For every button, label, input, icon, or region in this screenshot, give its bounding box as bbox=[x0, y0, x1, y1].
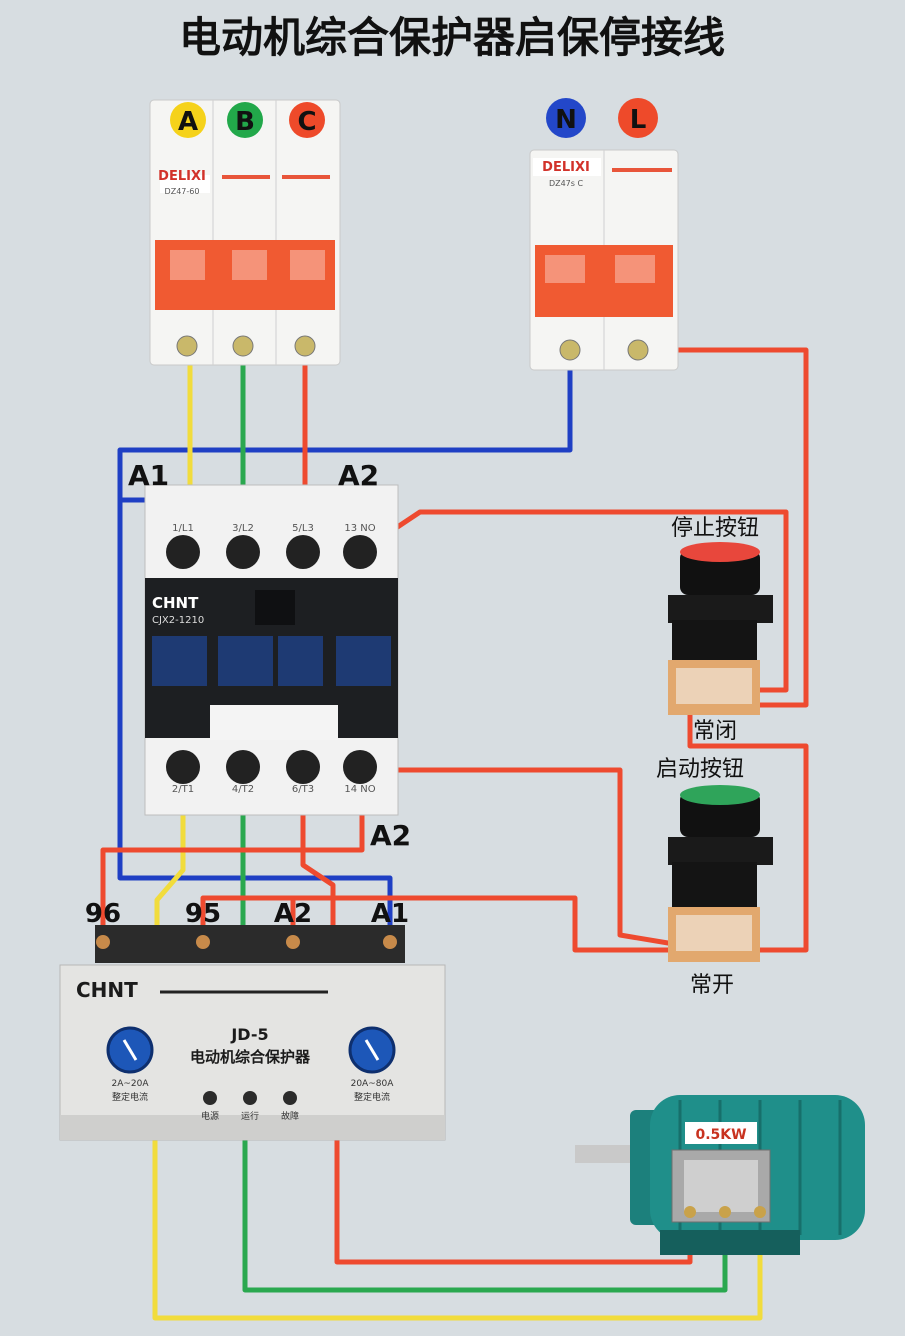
line-badge bbox=[618, 98, 658, 138]
protector-brand: CHNT bbox=[76, 978, 138, 1002]
breaker1-model: DZ47s C bbox=[549, 179, 584, 188]
contactor-top-term-3: 5/L3 bbox=[292, 523, 314, 534]
coil-label-a1: A1 bbox=[128, 459, 169, 492]
wire-95 bbox=[200, 895, 680, 953]
phase-label-c: C bbox=[297, 107, 316, 137]
contactor-bottom-term-4: 14 NO bbox=[344, 784, 375, 795]
protector-name: 电动机综合保护器 bbox=[190, 1048, 311, 1066]
wire-13no bbox=[358, 509, 789, 693]
contactor-top-term-2: 3/L2 bbox=[232, 523, 254, 534]
stop-button-label: 停止按钮 bbox=[671, 516, 759, 541]
start-button-contact: 常开 bbox=[690, 973, 734, 998]
protector-term-96: 96 bbox=[85, 899, 121, 929]
protector-term-a1: A1 bbox=[371, 899, 409, 929]
breaker3-model: DZ47-60 bbox=[165, 187, 200, 196]
motor-protector: 96 95 A2 A1 CHNT JD-5 电动机综合保护器 2A~20A 整定… bbox=[59, 899, 446, 1141]
phase-label-b: B bbox=[235, 107, 255, 137]
protector-right-range: 20A~80A bbox=[351, 1079, 395, 1089]
wire-a2-96 bbox=[100, 800, 365, 940]
wire-motor-u bbox=[152, 1135, 763, 1321]
contactor-top-term-1: 1/L1 bbox=[172, 523, 194, 534]
start-button: 启动按钮 常开 bbox=[656, 757, 773, 998]
single-pole-breaker: DELIXI DZ47s C N L bbox=[529, 98, 679, 371]
wire-stop-to-start bbox=[687, 705, 809, 953]
indicator-label-power: 电源 bbox=[201, 1110, 219, 1122]
line-label: L bbox=[630, 105, 647, 135]
motor: 0.5KW bbox=[575, 1095, 865, 1255]
phase-badge-a bbox=[170, 102, 206, 138]
contactor-model: CJX2-1210 bbox=[152, 615, 204, 626]
indicator-label-fault: 故障 bbox=[281, 1110, 299, 1122]
neutral-badge bbox=[546, 98, 586, 138]
contactor: CHNT CJX2-1210 1/L1 3/L2 5/L3 13 NO 2/T1… bbox=[128, 459, 411, 852]
breaker3-brand: DELIXI bbox=[158, 169, 206, 184]
protector-term-a2: A2 bbox=[274, 899, 312, 929]
protector-left-range: 2A~20A bbox=[111, 1079, 149, 1089]
protector-right-knob-label: 整定电流 bbox=[354, 1091, 390, 1103]
run-indicator bbox=[243, 1091, 257, 1105]
contactor-brand: CHNT bbox=[152, 594, 199, 612]
indicator-label-run: 运行 bbox=[241, 1110, 259, 1122]
motor-power: 0.5KW bbox=[695, 1127, 746, 1143]
wire-14no bbox=[360, 767, 681, 948]
contactor-bottom-term-3: 6/T3 bbox=[292, 784, 314, 795]
protector-left-knob-label: 整定电流 bbox=[112, 1091, 148, 1103]
coil-label-a2-bottom: A2 bbox=[370, 819, 411, 852]
protector-model: JD-5 bbox=[230, 1025, 268, 1044]
coil-label-a2: A2 bbox=[338, 459, 379, 492]
fault-indicator bbox=[283, 1091, 297, 1105]
contactor-bottom-term-2: 4/T2 bbox=[232, 784, 254, 795]
wire-line-l bbox=[640, 347, 809, 708]
breaker1-brand: DELIXI bbox=[542, 160, 590, 175]
three-pole-breaker: DELIXI DZ47-60 A B C bbox=[149, 99, 341, 366]
wire-t3 bbox=[300, 770, 336, 960]
wire-neutral bbox=[117, 350, 573, 940]
contactor-top-term-4: 13 NO bbox=[344, 523, 375, 534]
stop-button: 停止按钮 常闭 bbox=[668, 516, 773, 744]
diagram-title: 电动机综合保护器启保停接线 bbox=[179, 13, 725, 62]
phase-badge-b bbox=[227, 102, 263, 138]
start-button-label: 启动按钮 bbox=[656, 757, 744, 782]
phase-badge-c bbox=[289, 102, 325, 138]
contactor-bottom-term-1: 2/T1 bbox=[172, 784, 194, 795]
stop-button-contact: 常闭 bbox=[693, 719, 737, 744]
phase-label-a: A bbox=[178, 107, 198, 137]
protector-term-95: 95 bbox=[185, 899, 221, 929]
power-indicator bbox=[203, 1091, 217, 1105]
neutral-label: N bbox=[555, 105, 577, 135]
